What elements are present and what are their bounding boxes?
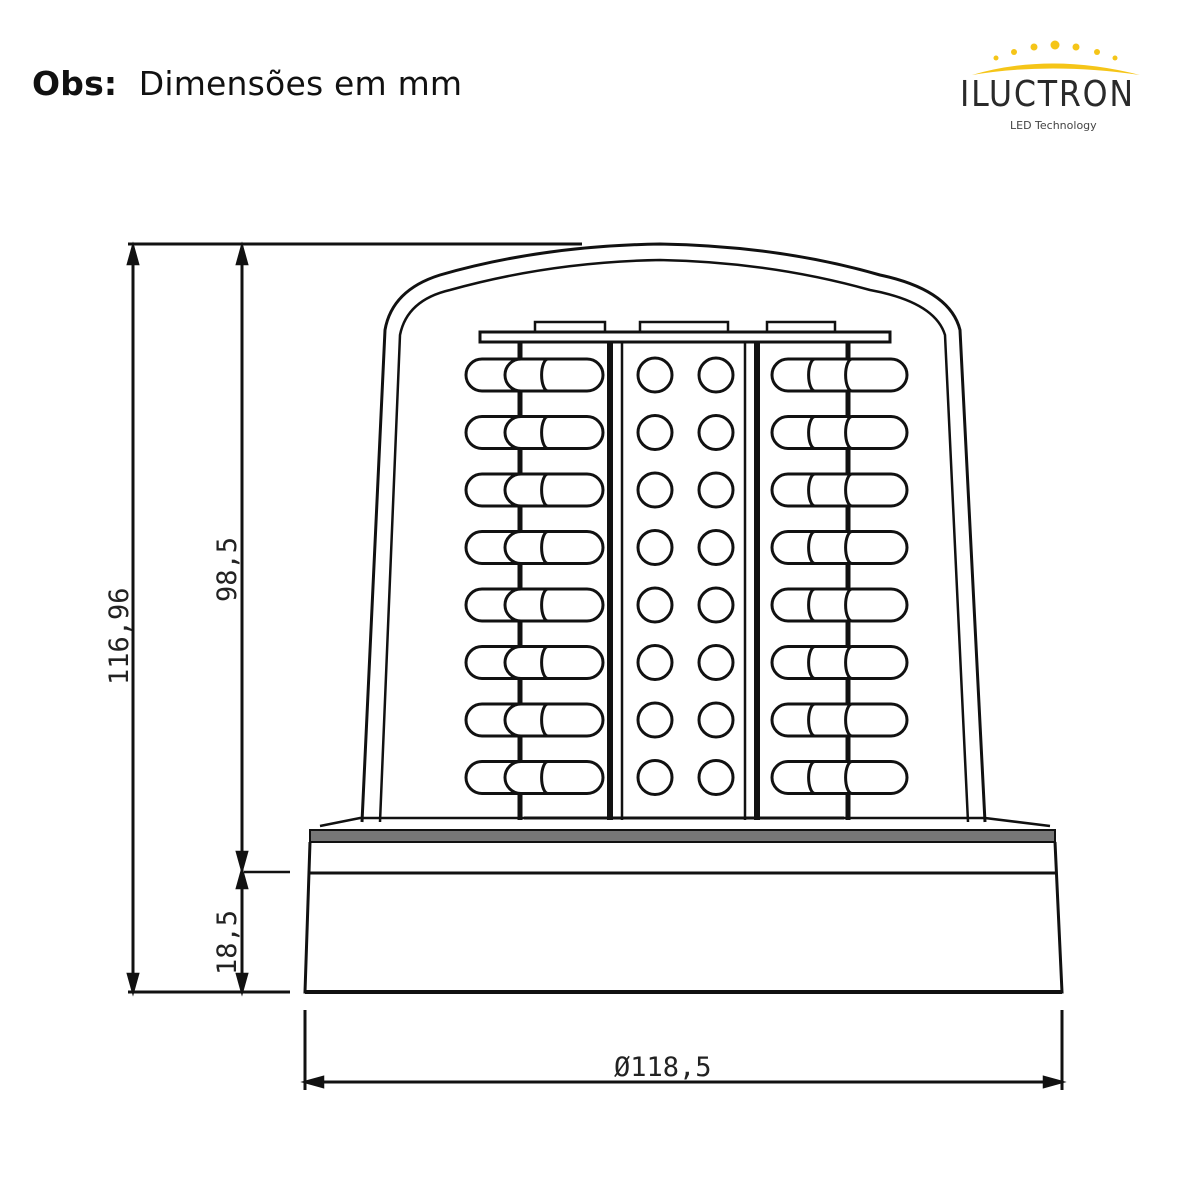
brand-tagline: LED Technology (1010, 119, 1097, 132)
led-side-icon (844, 760, 909, 795)
led-front-icon (636, 586, 674, 624)
led-side-icon (540, 645, 605, 680)
led-side-icon (540, 357, 605, 393)
dim-diameter: Ø118,5 (614, 1052, 712, 1083)
led-front-icon (636, 356, 674, 394)
brand-name: ILUCTRON (960, 74, 1135, 115)
led-front-icon (697, 644, 735, 681)
led-front-icon (697, 586, 735, 624)
dim-dome-height: 98,5 (212, 537, 243, 602)
dimensions-note: Obs: Dimensões em mm (32, 64, 462, 103)
led-front-icon (697, 701, 735, 739)
led-side-icon (844, 587, 909, 623)
led-side-icon (844, 702, 909, 738)
led-front-icon (636, 529, 674, 566)
led-side-icon (844, 645, 909, 680)
led-side-icon (844, 472, 909, 508)
sun-arc-icon (972, 40, 1140, 75)
led-front-icon (697, 471, 735, 509)
note-label: Obs: (32, 64, 118, 103)
led-front-icon (636, 759, 674, 796)
led-side-icon (540, 472, 605, 508)
note-text: Dimensões em mm (138, 64, 463, 103)
led-front-icon (697, 356, 735, 394)
led-side-icon (844, 415, 909, 450)
led-side-icon (844, 530, 909, 565)
led-front-icon (636, 701, 674, 739)
dim-base-height: 18,5 (212, 910, 243, 975)
led-front-icon (636, 644, 674, 681)
led-side-icon (540, 760, 605, 795)
led-front-icon (636, 414, 674, 451)
led-front-icon (697, 529, 735, 566)
brand-logo: ILUCTRON LED Technology (940, 30, 1170, 140)
led-side-icon (540, 530, 605, 565)
led-front-icon (697, 759, 735, 796)
led-side-icon (540, 415, 605, 450)
led-side-icon (540, 587, 605, 623)
led-front-icon (697, 414, 735, 451)
led-side-icon (844, 357, 909, 393)
dim-total-height: 116,96 (104, 587, 135, 685)
led-side-icon (540, 702, 605, 738)
led-front-icon (636, 471, 674, 509)
